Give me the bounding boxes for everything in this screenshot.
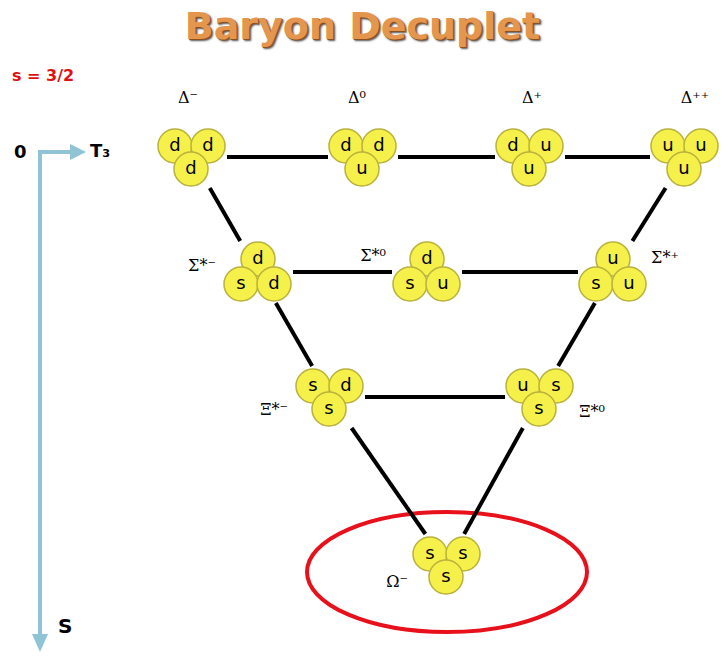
- multiplet-line: [464, 428, 523, 534]
- quark-cluster: Δ⁺duu: [495, 126, 565, 188]
- t3-axis: [40, 150, 72, 154]
- multiplet-line: [293, 270, 392, 274]
- spin-label: s = 3/2: [12, 66, 74, 85]
- quark-cluster: Δ⁺⁺uuu: [650, 126, 720, 188]
- particle-name: Σ*⁺: [651, 250, 679, 266]
- s-arrowhead: [32, 634, 48, 652]
- quark-circle: [345, 152, 379, 186]
- quark-letter: d: [340, 136, 351, 154]
- axis-origin: 0: [14, 141, 27, 163]
- particle-name: Ξ*⁰: [579, 404, 605, 420]
- particle-name: Σ*⁰: [360, 248, 386, 264]
- quark-letter: u: [517, 376, 528, 394]
- quark-circles: [495, 126, 565, 188]
- quark-letter: d: [169, 136, 180, 154]
- quark-cluster: Σ*⁰dsu: [392, 241, 462, 303]
- quark-letter: u: [607, 249, 618, 267]
- quark-letter: s: [534, 399, 543, 417]
- quark-letter: u: [695, 136, 706, 154]
- particle-name: Σ*⁻: [188, 258, 216, 274]
- quark-letter: u: [437, 274, 448, 292]
- quark-circles: [505, 366, 575, 428]
- quark-letter: d: [202, 136, 213, 154]
- quark-letter: s: [236, 274, 245, 292]
- multiplet-line: [365, 395, 505, 399]
- quark-circles: [295, 366, 365, 428]
- multiplet-line: [565, 155, 650, 159]
- quark-letter: s: [591, 274, 600, 292]
- particle-name: Δ⁻: [178, 90, 198, 106]
- quark-cluster: Ξ*⁻sds: [295, 366, 365, 428]
- quark-cluster: Ξ*⁰uss: [505, 366, 575, 428]
- multiplet-line: [558, 303, 595, 366]
- multiplet-line: [276, 303, 312, 366]
- quark-letter: d: [507, 136, 518, 154]
- particle-name: Ξ*⁻: [260, 402, 288, 418]
- s-axis: [38, 150, 42, 636]
- quark-circles: [157, 126, 227, 188]
- highlight-ellipse: [307, 512, 587, 632]
- quark-circle: [257, 267, 291, 301]
- quark-cluster: Δ⁻ddd: [157, 126, 227, 188]
- quark-letter: u: [356, 159, 367, 177]
- particle-name: Δ⁰: [348, 90, 366, 106]
- particle-name: Δ⁺⁺: [681, 90, 709, 106]
- multiplet-line: [398, 155, 495, 159]
- multiplet-line: [632, 188, 665, 241]
- quark-letter: u: [662, 136, 673, 154]
- particle-name: Ω⁻: [386, 574, 408, 590]
- quark-cluster: Δ⁰ddu: [328, 126, 398, 188]
- quark-letter: d: [421, 249, 432, 267]
- quark-cluster: Σ*⁺usu: [578, 241, 648, 303]
- quark-letter: s: [441, 567, 450, 585]
- quark-letter: d: [340, 376, 351, 394]
- quark-circle: [429, 560, 463, 594]
- axis-label: T₃: [90, 140, 110, 162]
- quark-circle: [393, 267, 427, 301]
- quark-circle: [579, 267, 613, 301]
- quark-letter: u: [678, 159, 689, 177]
- quark-circle: [522, 392, 556, 426]
- quark-circle: [612, 267, 646, 301]
- quark-letter: s: [324, 399, 333, 417]
- quark-letter: d: [373, 136, 384, 154]
- quark-letter: u: [623, 274, 634, 292]
- quark-letter: s: [458, 544, 467, 562]
- multiplet-line: [210, 188, 240, 241]
- multiplet-line: [352, 428, 426, 534]
- quark-circle: [174, 152, 208, 186]
- quark-letter: s: [425, 544, 434, 562]
- t3-arrowhead: [70, 144, 86, 160]
- quark-letter: d: [185, 159, 196, 177]
- quark-circle: [667, 152, 701, 186]
- quark-letter: s: [405, 274, 414, 292]
- axis-label: S: [58, 614, 72, 638]
- quark-circle: [512, 152, 546, 186]
- quark-circles: [412, 534, 482, 596]
- quark-circle: [426, 267, 460, 301]
- quark-cluster: Σ*⁻dsd: [223, 241, 293, 303]
- quark-circles: [328, 126, 398, 188]
- diagram-title: Baryon Decuplet: [0, 4, 725, 48]
- multiplet-line: [462, 270, 578, 274]
- quark-circle: [224, 267, 258, 301]
- quark-letter: s: [551, 376, 560, 394]
- quark-circles: [650, 126, 720, 188]
- quark-circle: [312, 392, 346, 426]
- quark-letter: u: [540, 136, 551, 154]
- particle-name: Δ⁺: [522, 90, 542, 106]
- quark-letter: u: [523, 159, 534, 177]
- multiplet-line: [227, 155, 328, 159]
- quark-letter: d: [268, 274, 279, 292]
- quark-letter: s: [308, 376, 317, 394]
- quark-letter: d: [252, 249, 263, 267]
- quark-cluster: Ω⁻sss: [412, 534, 482, 596]
